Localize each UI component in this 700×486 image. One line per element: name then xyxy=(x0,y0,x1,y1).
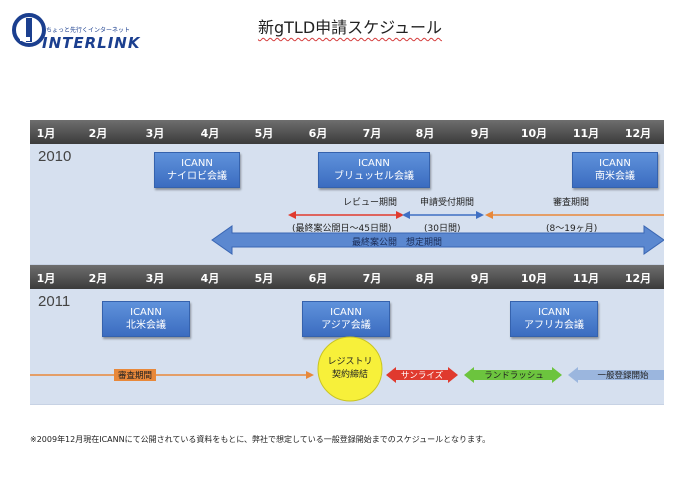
year-label: 2011 xyxy=(38,293,71,310)
month-label: 4月 xyxy=(200,272,220,285)
month-label: 12月 xyxy=(624,127,652,140)
month-label: 10月 xyxy=(520,272,548,285)
general-registration-arrow xyxy=(568,367,664,383)
month-label: 9月 xyxy=(470,272,490,285)
landrush-arrow xyxy=(464,367,562,383)
month-label: 3月 xyxy=(145,127,165,140)
month-label: 10月 xyxy=(520,127,548,140)
month-label: 8月 xyxy=(415,127,435,140)
month-label: 5月 xyxy=(254,127,274,140)
timeline-arrows-2011 xyxy=(30,336,664,402)
month-label: 7月 xyxy=(362,272,382,285)
month-label: 8月 xyxy=(415,272,435,285)
examination-period-note: (8〜19ヶ月) xyxy=(546,224,598,234)
examination-period-label: 審査期間 xyxy=(553,198,590,208)
final-draft-period-arrow xyxy=(211,225,664,255)
landrush-label: ランドラッシュ xyxy=(484,371,544,381)
sunrise-arrow xyxy=(386,367,458,383)
application-period-label: 申請受付期間 xyxy=(420,198,475,208)
final-draft-period-label: 最終案公開 想定期間 xyxy=(352,238,443,248)
review-period-label: レビュー期間 xyxy=(343,198,398,208)
month-label: 9月 xyxy=(470,127,490,140)
logo-tagline: ちょっと先行くインターネット xyxy=(46,27,131,34)
interlink-logo: ちょっと先行くインターネット INTERLINK xyxy=(12,10,162,52)
month-label: 11月 xyxy=(572,127,600,140)
month-bar-2011: 1月 2月 3月 4月 5月 6月 7月 8月 9月 10月 11月 12月 xyxy=(30,265,664,289)
month-label: 3月 xyxy=(145,272,165,285)
month-label: 2月 xyxy=(88,127,108,140)
month-label: 4月 xyxy=(200,127,220,140)
timeline-arrows-2010 xyxy=(211,211,664,255)
month-label: 6月 xyxy=(308,272,328,285)
logo-mark-icon xyxy=(12,13,46,47)
registry-contract-label: レジストリ契約締結 xyxy=(327,357,373,380)
sunrise-label: サンライズ xyxy=(400,371,444,381)
page-title: 新gTLD申請スケジュール xyxy=(257,18,443,37)
application-period-note: (30日間) xyxy=(424,224,461,234)
month-bar-2010: 1月 2月 3月 4月 5月 6月 7月 8月 9月 10月 11月 12月 xyxy=(30,120,664,144)
general-registration-label: 一般登録開始 xyxy=(597,371,649,381)
review-period-note: (最終案公開日〜45日間) xyxy=(292,224,392,234)
month-label: 2月 xyxy=(88,272,108,285)
month-label: 12月 xyxy=(624,272,652,285)
month-label: 1月 xyxy=(36,127,56,140)
month-label: 5月 xyxy=(254,272,274,285)
footnote: ※2009年12月現在ICANNにて公開されている資料をもとに、弊社で想定してい… xyxy=(30,435,491,444)
year-label: 2010 xyxy=(38,148,72,165)
month-label: 7月 xyxy=(362,127,382,140)
month-label: 1月 xyxy=(36,272,56,285)
examination-period-label: 審査期間 xyxy=(114,369,157,381)
month-label: 11月 xyxy=(572,272,600,285)
registry-contract-circle xyxy=(317,336,383,402)
logo-brand: INTERLINK xyxy=(42,34,141,52)
month-label: 6月 xyxy=(308,127,328,140)
